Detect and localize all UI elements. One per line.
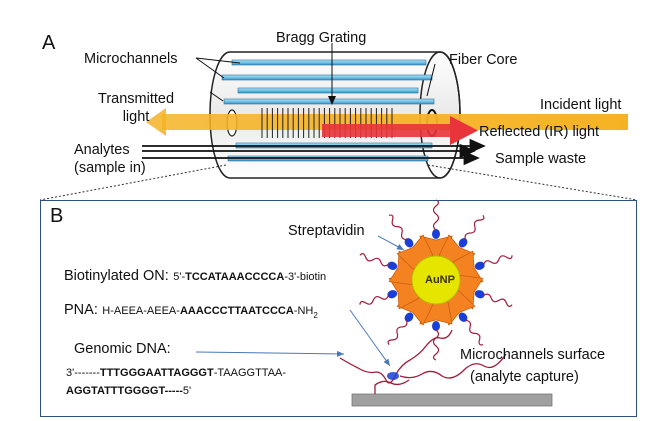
microchannel	[223, 98, 435, 105]
incident-light-label: Incident light	[540, 97, 622, 113]
sample-waste-label: Sample waste	[495, 151, 587, 167]
biotin-cap	[458, 238, 468, 248]
pna-subscript: 2	[313, 311, 318, 321]
oligo-strand	[387, 320, 408, 346]
oligo-strand	[464, 214, 485, 240]
microchannel-surface	[351, 393, 553, 407]
biotin-cap	[387, 290, 398, 299]
genomic-dna-line2: AGGTATTTGGGGT-----5'	[66, 386, 191, 397]
oligo-strand	[432, 199, 440, 231]
panel-a-letter: A	[42, 32, 56, 54]
biotin-cap	[432, 229, 440, 239]
pna-post: -NH	[293, 305, 314, 317]
genomic-line1-post: -TAAGGTTAA-	[213, 367, 287, 379]
fiber-core-label: Fiber Core	[449, 52, 518, 68]
zoom-lines	[39, 164, 638, 201]
streptavidin-label: Streptavidin	[288, 223, 365, 239]
biotin-cap	[404, 312, 414, 322]
oligo-strand	[359, 295, 390, 305]
analytes-label: Analytes (sample in)	[74, 142, 146, 177]
oligo-strand	[388, 214, 407, 241]
oligo-strand	[432, 329, 440, 361]
capture-knot	[387, 372, 399, 380]
biotin-cap	[474, 290, 485, 299]
leader-lines-a	[195, 43, 436, 105]
reflected-beam	[322, 116, 478, 145]
genomic-line1-pre: 3'-------	[66, 367, 100, 379]
aunp-core	[411, 255, 461, 305]
panel-b-letter: B	[50, 205, 64, 227]
surface-sub-label: (analyte capture)	[470, 369, 579, 385]
aunp-complex	[359, 199, 513, 361]
biotinylated-seq: TCCATAAACCCCA	[185, 271, 285, 283]
leader-lines-b	[195, 235, 405, 367]
biotin-cap	[474, 261, 485, 270]
aunp-label: AuNP	[425, 274, 455, 286]
biotinylated-on-label: Biotinylated ON:	[64, 268, 169, 284]
biotin-cap	[458, 312, 468, 322]
biotinylated-post: -3'-biotin	[284, 271, 327, 283]
microchannels-label: Microchannels	[84, 51, 178, 67]
genomic-dna-line1: 3'-------TTTGGGAATTAGGGT-TAAGGTTAA-	[66, 368, 286, 379]
oligo-strand	[482, 255, 513, 265]
genomic-line2-bold: AGGTATTTGGGGT-----	[66, 385, 183, 397]
panel-b-frame	[40, 200, 637, 417]
genomic-dna-label: Genomic DNA:	[74, 341, 171, 357]
microchannel	[231, 59, 427, 66]
pna-pre: H-AEEA-AEEA-	[102, 305, 180, 317]
pna-line: PNA: H-AEEA-AEEA-AAACCCTTAATCCCA-NH2	[64, 302, 318, 320]
biotin-cap	[404, 238, 414, 248]
analyte-flow-arrows	[142, 138, 486, 166]
transmitted-light-label: Transmitted light	[98, 91, 175, 126]
light-beam	[146, 108, 628, 136]
bragg-grating-label: Bragg Grating	[276, 30, 367, 46]
pna-seq: AAACCCTTAATCCCA	[179, 305, 294, 317]
microchannel	[221, 74, 433, 81]
genomic-line2-post: 5'	[182, 385, 192, 397]
surface-label: Microchannels surface	[460, 347, 606, 363]
pna-label: PNA:	[64, 302, 98, 318]
oligo-strand	[359, 253, 389, 267]
genomic-line1-bold: TTTGGGAATTAGGGT	[99, 367, 214, 379]
reflected-light-label: Reflected (IR) light	[479, 124, 600, 140]
biotinylated-on-line: Biotinylated ON: 5'-TCCATAAACCCCA-3'-bio…	[64, 268, 326, 284]
biotinylated-pre: 5'-	[173, 271, 186, 283]
oligo-strand	[483, 293, 513, 307]
oligo-strand	[465, 319, 484, 346]
biotin-cap	[432, 321, 440, 331]
microchannel	[237, 87, 419, 94]
biotin-cap	[387, 261, 398, 270]
